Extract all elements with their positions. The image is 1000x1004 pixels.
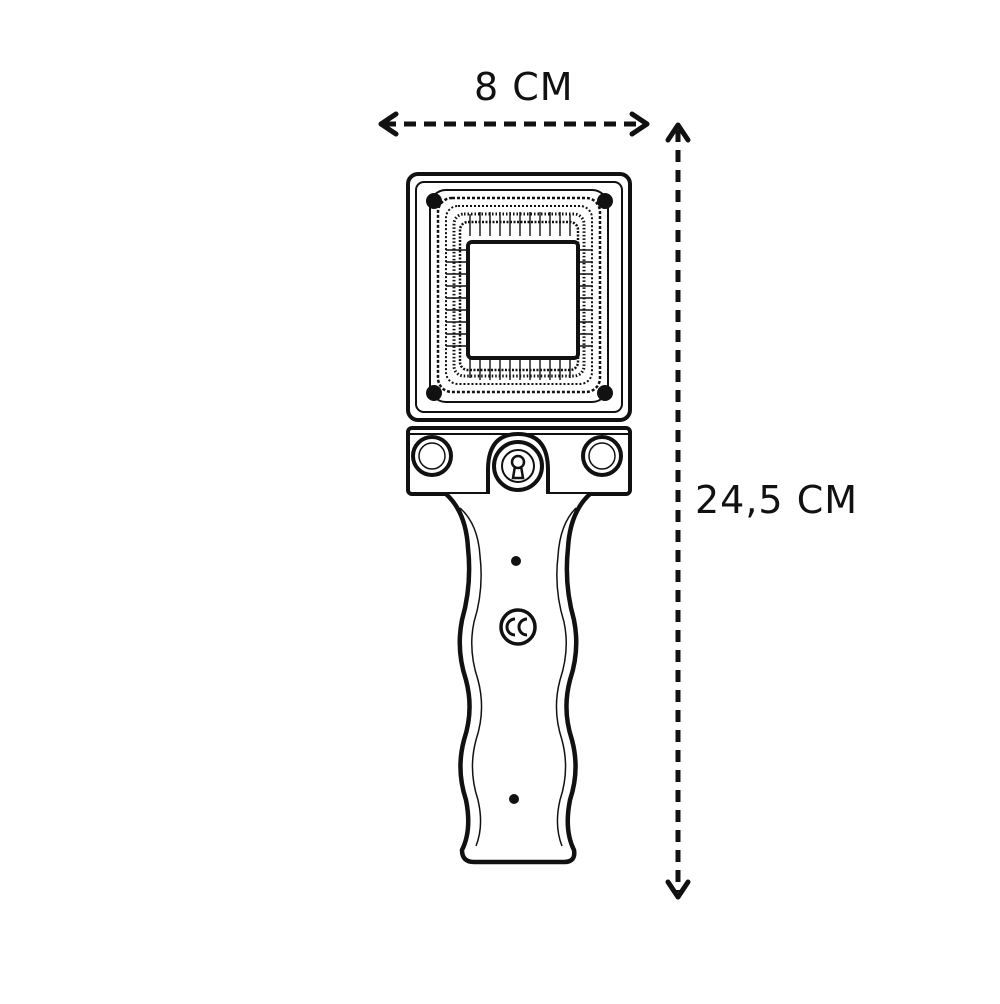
double-arrow-horizontal-icon (378, 111, 650, 137)
keyhole-icon (510, 454, 526, 480)
width-dimension-label: 8 CM (474, 65, 574, 109)
lamp-head (406, 172, 632, 422)
rivet-icon (509, 794, 519, 804)
handle (444, 492, 592, 865)
double-arrow-vertical-icon (665, 122, 691, 900)
ce-mark-icon (499, 608, 537, 646)
rivet-icon (511, 556, 521, 566)
height-dimension-label: 24,5 CM (695, 478, 859, 522)
side-button-left (411, 435, 453, 477)
key-switch (492, 440, 544, 492)
handheld-uv-lamp-icon (406, 172, 632, 865)
side-button-right (581, 435, 623, 477)
screw-icon (597, 193, 613, 209)
screw-icon (597, 385, 613, 401)
screw-icon (426, 385, 442, 401)
lens-window (466, 240, 580, 360)
reflector-hatching (446, 212, 592, 380)
